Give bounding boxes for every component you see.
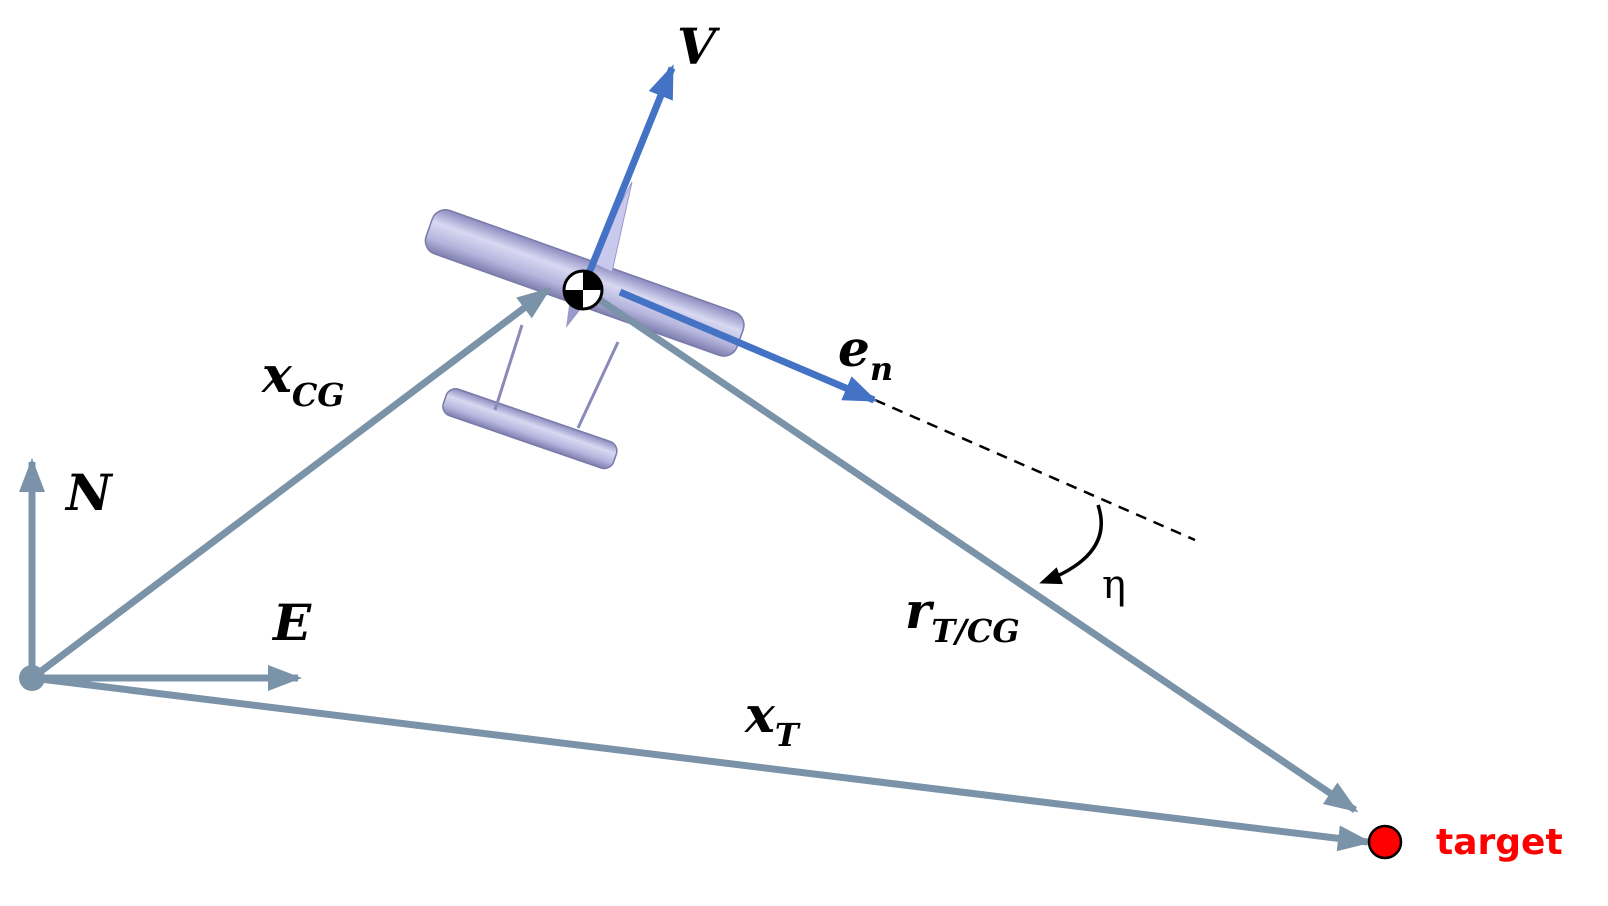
- x-cg-vector: [29, 287, 552, 681]
- label-east: E: [271, 593, 312, 652]
- e-n-extension-dashed: [874, 398, 1196, 542]
- velocity-vector: [579, 64, 676, 290]
- tail-wing: [442, 388, 618, 470]
- r-t-cg-vector: [598, 297, 1359, 813]
- label-x-t: xT: [744, 685, 801, 754]
- origin-point: [19, 665, 45, 691]
- label-target: target: [1436, 822, 1563, 863]
- label-velocity: V: [677, 17, 721, 76]
- label-x-t-sub: T: [775, 716, 801, 754]
- label-eta: η: [1102, 562, 1126, 608]
- label-r-t-cg-sub: T/CG: [931, 612, 1019, 650]
- label-r-t-cg-main: r: [905, 581, 935, 640]
- tail-boom-left: [493, 324, 524, 411]
- center-of-gravity-symbol: [562, 269, 604, 311]
- x-t-vector: [31, 674, 1372, 852]
- label-x-t-main: x: [744, 685, 776, 744]
- tail-boom-right: [576, 341, 620, 429]
- eta-angle-arc: [1039, 504, 1103, 585]
- label-x-cg-sub: CG: [292, 376, 345, 414]
- label-r-t-cg: rT/CG: [905, 581, 1020, 650]
- label-e-n-sub: n: [870, 350, 893, 388]
- label-e-n-main: e: [838, 319, 870, 378]
- e-n-vector: [618, 288, 878, 404]
- label-x-cg-main: x: [261, 345, 293, 404]
- label-x-cg: xCG: [261, 345, 345, 414]
- label-north: N: [64, 463, 114, 522]
- target-marker: [1367, 824, 1403, 860]
- label-e-n: en: [838, 319, 893, 388]
